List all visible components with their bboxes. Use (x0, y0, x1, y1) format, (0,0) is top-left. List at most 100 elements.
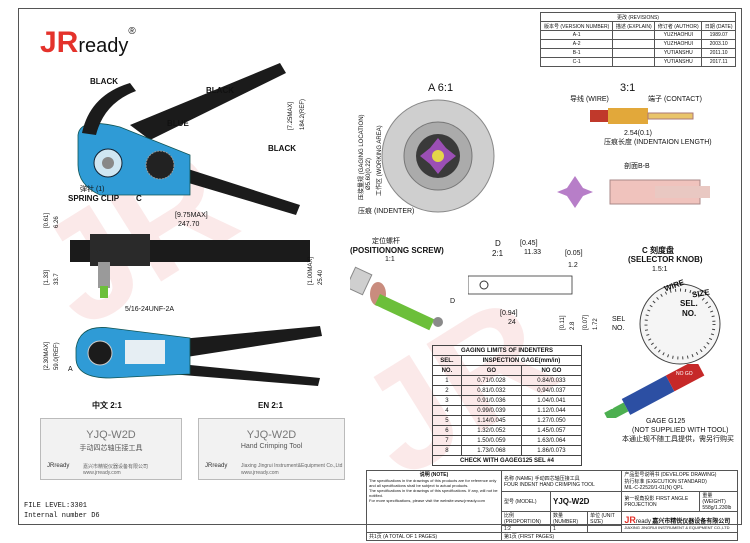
callout-a: A (68, 366, 73, 373)
wire-red (590, 110, 608, 122)
gauge-label: GAGE G125 (646, 418, 686, 425)
rev-cell (612, 48, 656, 58)
dim-133: [1.33] (44, 269, 50, 285)
detail-section-bb: 剖面B-B (624, 163, 650, 170)
top-view-jaw (90, 234, 150, 266)
selector-knob (145, 150, 175, 180)
title-block: 说明 (NOTE) The specifications in the draw… (366, 470, 738, 541)
company-cn: 嘉兴市精锐仪器设备有限公司 (652, 518, 731, 525)
brand-logo: JRready® (40, 26, 136, 60)
gaging-col-nogo: NO GO (520, 365, 583, 376)
rev-cell (612, 57, 656, 67)
callout-c: C (136, 194, 142, 203)
logo-ready: ready (78, 35, 129, 57)
gaging-cell: 1.45/0.057 (520, 425, 583, 436)
gaging-cell: 1.86/0.073 (520, 445, 583, 456)
contact-drawing (590, 108, 694, 124)
gaging-cell: 1.04/0.041 (520, 395, 583, 406)
screw-head (350, 266, 373, 296)
gaging-cell: 1.73/0.068 (460, 445, 522, 456)
detail-a-indenter: 压痕 (INDENTER) (358, 208, 415, 215)
gaging-cell: 0.81/0.032 (460, 385, 522, 396)
positioning-screw-stub (98, 262, 110, 288)
callout-black-2: BLACK (206, 86, 234, 95)
knob-title-cn: C 刻度盘 (642, 246, 674, 255)
detail-d-drawing (468, 275, 573, 295)
dim-184: 184.2(REF) (300, 98, 306, 130)
callout-thread: 5/16-24UNF-2A (125, 306, 175, 313)
note-line-3: The specifications in the drawings of th… (369, 488, 498, 498)
cn-card-label: 中文 2:1 (92, 401, 122, 410)
knob-dial-ticks (644, 288, 716, 360)
gauge-g125-drawing (604, 364, 705, 418)
dim-094: [0.94] (500, 310, 518, 317)
rev-cell: 2003.10 (701, 39, 736, 49)
rev-cell: 1989.07 (701, 30, 736, 40)
gauge-note-en: (NOT SUPPLIED WITH TOOL) (632, 427, 729, 434)
dim-28: 2.8 (570, 321, 576, 330)
gaging-cell: 0.94/0.037 (520, 385, 583, 396)
rev-cell: YUTIANSHU (654, 57, 703, 67)
screw-tip (433, 317, 443, 327)
dim-590: 59.0(REF) (54, 342, 60, 370)
note-heading: 说明 (NOTE) (419, 472, 449, 478)
detail-d-title: D (495, 239, 501, 248)
knob-dial (639, 283, 721, 365)
model-heading: 型号 (MODEL) (501, 491, 551, 512)
dim-005: [0.05] (565, 250, 583, 257)
gaging-cell: 0.99/0.039 (460, 405, 522, 416)
gaging-cell: 1.14/0.045 (460, 415, 522, 426)
positioning-screw-drawing (350, 266, 443, 331)
model-value: YJQ-W2D (549, 491, 623, 512)
tool-head-inner (102, 157, 114, 169)
tool-top-view (70, 234, 310, 298)
gaging-cell: 2 (432, 385, 462, 396)
gaging-cell: 1 (432, 375, 462, 386)
front-label-plate (125, 340, 165, 364)
en-card-name: Hand Crimping Tool (240, 443, 303, 450)
gauge-nogo-label: NO GO (676, 371, 693, 377)
gaging-cell: 1.32/0.052 (460, 425, 522, 436)
file-level: FILE LEVEL:3301 (24, 502, 88, 510)
knob-title-en: (SELECTOR KNOB) (628, 255, 703, 264)
note-line-4: For more specifications, please visit th… (369, 498, 485, 503)
gaging-cell: 7 (432, 435, 462, 446)
first-page: 第1页 (FIRST PAGES) (501, 532, 738, 541)
knob-scale: 1.5:1 (652, 266, 668, 273)
name-cell: 名称 (NAME) 手动四芯轴压接工具 FOUR INDENT HAND CRI… (500, 470, 623, 492)
section-cross-purple (557, 176, 593, 208)
unit-value (587, 525, 623, 533)
gaging-col-go: GO (460, 365, 522, 376)
gauge-note-cn: 本通止规不随工具提供，需另行购买 (622, 436, 734, 443)
logo-jr: JR (40, 26, 79, 59)
detail-d-hole (479, 280, 489, 290)
knob-no-outside: NO. (612, 325, 625, 332)
mil-value: MIL-C-22520/1-01(N) QPL (624, 485, 684, 491)
tool-side-view (77, 63, 300, 215)
dim-100max: [1.00MAX] (308, 256, 314, 285)
rev-cell (612, 30, 656, 40)
dim-045: [0.45] (520, 240, 538, 247)
gaging-cell: 1.63/0.064 (520, 435, 583, 446)
detail-contact-label: 端子 (CONTACT) (648, 96, 702, 103)
note-block: 说明 (NOTE) The specifications in the draw… (366, 470, 502, 533)
dim-011: [0.11] (560, 315, 566, 330)
rev-header: 描述 (EXPLAIN) (612, 21, 656, 31)
rev-cell: A-2 (539, 39, 614, 49)
mil-heading: 执行标准 (EXECUTION STANDARD) (624, 479, 707, 485)
callout-spring-clip: SPRING CLIP (68, 194, 120, 203)
weight-value: 558g/1.230lb (702, 505, 732, 511)
rev-cell: 2011.10 (701, 48, 736, 58)
en-card-brand: JRready (205, 463, 228, 469)
cn-nameplate: YJQ-W2D 手动四芯轴压接工具 JRready 嘉兴市精锐仪器设备有限公司 … (40, 418, 182, 480)
section-contact-pin (655, 186, 710, 198)
gaging-col-insp: INSPECTION GAGE(mm/in) (460, 355, 583, 366)
en-nameplate: YJQ-W2D Hand Crimping Tool JRready Jiaxi… (198, 418, 345, 480)
weight-cell: 重量 (WEIGHT) 558g/1.230lb (699, 491, 738, 512)
prop-value: 1:2 (501, 525, 551, 533)
